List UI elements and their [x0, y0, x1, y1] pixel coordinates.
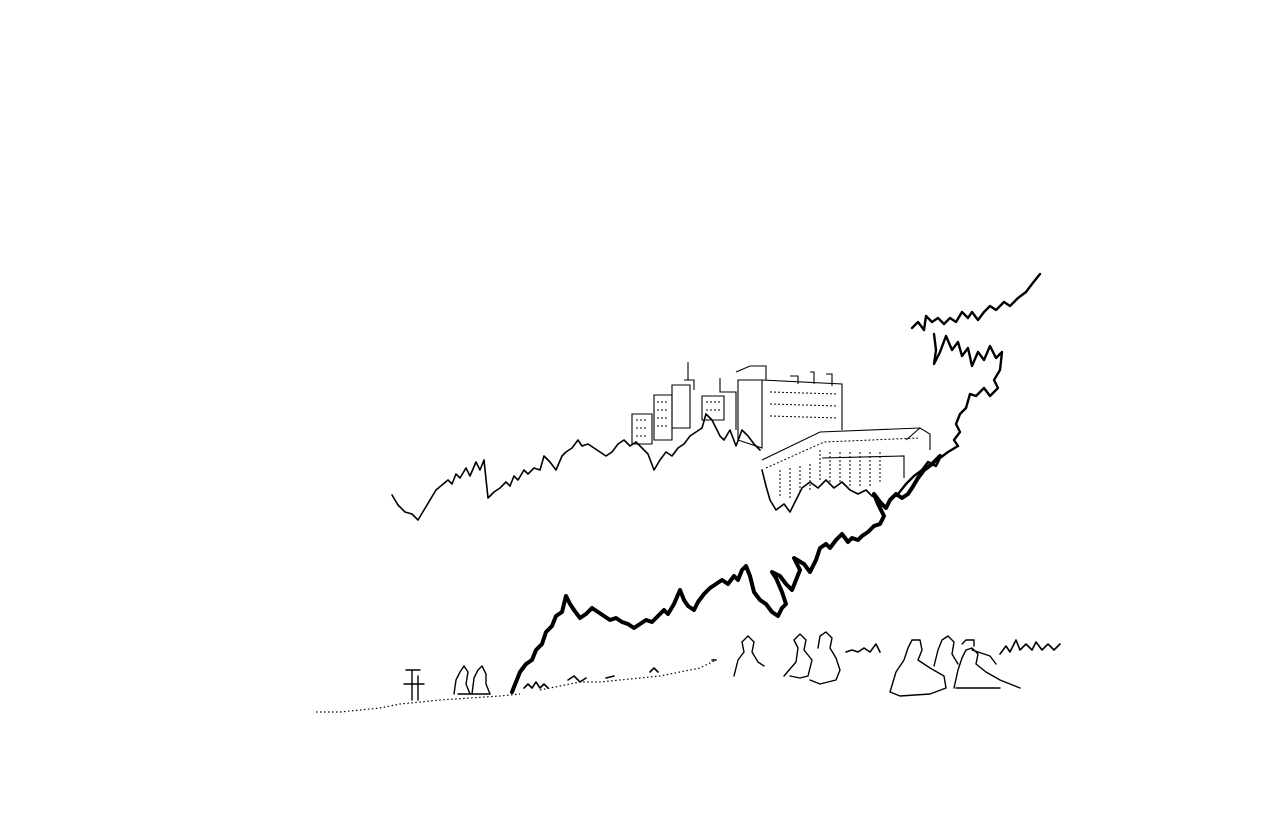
- upper-ridge-line: [391, 413, 761, 521]
- grass-middle: [845, 643, 881, 653]
- left-figures: [403, 665, 491, 701]
- upper-right-tree-edge: [910, 272, 1042, 332]
- foreground-tree-line: [510, 454, 942, 694]
- seated-people: [733, 631, 1021, 697]
- city-buildings: [631, 362, 931, 513]
- grass-right: [999, 639, 1061, 655]
- ground-line-right: [539, 659, 717, 691]
- hanging-foliage: [896, 332, 1004, 496]
- ground-marks: [567, 659, 717, 683]
- grass-left: [523, 681, 549, 689]
